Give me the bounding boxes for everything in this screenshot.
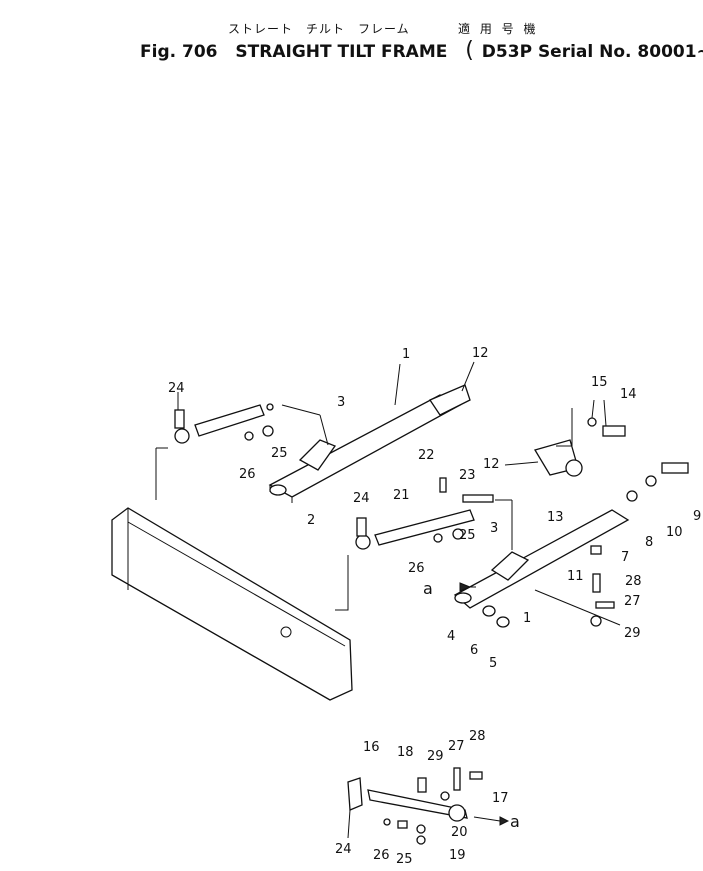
detail-assembly — [347, 767, 483, 845]
callout: 21 — [393, 488, 410, 503]
left-frame — [268, 384, 471, 503]
callout: 15 — [591, 375, 608, 390]
blade — [111, 507, 353, 701]
callout: 28 — [625, 574, 642, 589]
callout: 25 — [459, 528, 476, 543]
arrow-label-detail: a — [510, 812, 520, 831]
callout: 17 — [492, 791, 509, 806]
callout: 3 — [337, 395, 345, 410]
leader-lines — [155, 361, 621, 839]
tilt-cylinder-lower — [355, 477, 494, 550]
callout: 24 — [335, 842, 352, 857]
callout: 6 — [470, 643, 478, 658]
callout: 22 — [418, 448, 435, 463]
callout: 3 — [490, 521, 498, 536]
serial-range: D53P Serial No. 80001∼ — [481, 42, 703, 62]
arrow-label-main: a — [423, 579, 433, 598]
callout: 1 — [402, 347, 410, 362]
callout: 8 — [645, 535, 653, 550]
figure-number: Fig. 706 — [140, 42, 218, 62]
callout: 28 — [469, 729, 486, 744]
callout: 11 — [567, 569, 584, 584]
callout: 24 — [168, 381, 185, 396]
callout: 2 — [307, 513, 315, 528]
tilt-cylinder-upper — [174, 403, 274, 444]
callout: 13 — [547, 510, 564, 525]
callout: 12 — [472, 346, 489, 361]
callout: 19 — [449, 848, 466, 863]
figure-title: STRAIGHT TILT FRAME — [235, 42, 448, 62]
callout: 14 — [620, 387, 637, 402]
figure-header: Fig. 706 STRAIGHT TILT FRAME ( D53P Seri… — [140, 38, 703, 63]
right-frame — [453, 439, 630, 609]
serial-open-paren: ( — [465, 38, 474, 63]
callout: 25 — [396, 852, 413, 867]
callout: 16 — [363, 740, 380, 755]
right-side-parts — [482, 417, 689, 628]
callout: 26 — [239, 467, 256, 482]
callout: 23 — [459, 468, 476, 483]
japanese-title: ストレート チルト フレーム — [228, 22, 410, 36]
callout: 24 — [353, 491, 370, 506]
callout: 9 — [693, 509, 701, 524]
callout: 5 — [489, 656, 497, 671]
callout: 7 — [621, 550, 629, 565]
callout: 18 — [397, 745, 414, 760]
callout: 29 — [624, 626, 641, 641]
callout: 25 — [271, 446, 288, 461]
callout: 10 — [666, 525, 683, 540]
callout: 1 — [523, 611, 531, 626]
callout: 4 — [447, 629, 455, 644]
callout: 27 — [624, 594, 641, 609]
callout: 12 — [483, 457, 500, 472]
callout-numbers: 1 12 24 3 15 14 25 26 22 23 12 2 24 21 1… — [168, 346, 701, 867]
callout: 20 — [451, 825, 468, 840]
callout: 26 — [373, 848, 390, 863]
callout: 29 — [427, 749, 444, 764]
japanese-note: 適 用 号 機 — [458, 22, 539, 36]
callout: 27 — [448, 739, 465, 754]
callout: 26 — [408, 561, 425, 576]
